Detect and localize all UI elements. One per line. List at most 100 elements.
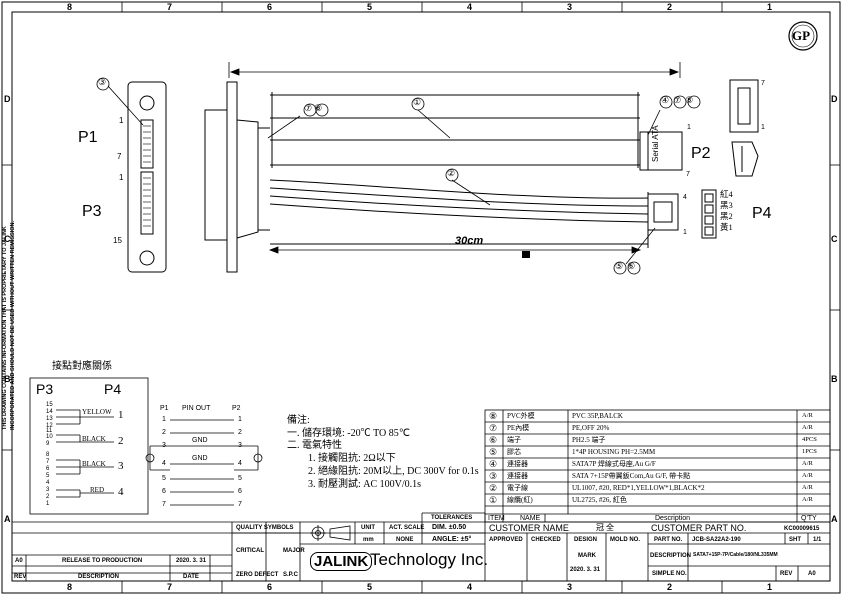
part-no-label: PART NO.: [654, 537, 683, 543]
notes-line-1: 一. 儲存環境: -20℃ TO 85℃: [287, 428, 410, 439]
pin-map-p3-pin: 2: [46, 494, 50, 500]
pin-map-box: [29, 377, 149, 515]
part-no-value: JCB-SA22A2-190: [692, 537, 741, 543]
notes-line-4: 2. 絕緣阻抗: 20M以上, DC 300V for 0.1s: [308, 466, 479, 477]
zone-right-c: C: [831, 234, 838, 244]
zone-bottom-8: 8: [67, 582, 73, 592]
callout-3: ③: [98, 77, 107, 87]
bom-desc: UL2725, #26, 紅色: [572, 496, 627, 504]
pin-map-p4: P4: [104, 381, 122, 397]
pin-map-p3-pin: 12: [46, 423, 53, 429]
bom-desc: PVC 35P,BALCK: [572, 412, 623, 420]
notes-title: 備注:: [287, 415, 310, 426]
bom-name: 連接器: [507, 460, 528, 468]
proprietary-note-2: INCORPORATED AND SHOULD NOT BE USED WITH…: [10, 221, 16, 430]
zone-top-2: 2: [667, 2, 673, 12]
pin-map-p4-4: 4: [118, 486, 124, 498]
label-p1: P1: [78, 129, 98, 146]
unit-value: mm: [363, 537, 374, 543]
act-scale-label: ACT. SCALE: [389, 525, 425, 531]
zone-top-5: 5: [367, 2, 373, 12]
p1-p3-connector: [127, 81, 167, 273]
zone-bottom-2: 2: [667, 582, 673, 592]
callout-2: ②: [447, 168, 456, 178]
rev-label: REV: [780, 571, 793, 577]
pin-out-header: PIN OUT: [182, 405, 211, 412]
bom-item: ①: [489, 495, 498, 505]
bom-header-item: ITEM: [488, 515, 505, 522]
angle-tolerance: ANGLE: ±5°: [432, 536, 472, 543]
callout-circles: [96, 77, 701, 275]
pin-map-p3-pin: 3: [46, 487, 50, 493]
rev-row-no: A0: [15, 558, 23, 564]
p2-end-view: [729, 79, 759, 177]
callout-478: ④⑦⑧: [661, 95, 698, 105]
pin-out-left-pin: 7: [162, 501, 166, 508]
quality-symbols-label: QUALITY SYMBOLS: [236, 525, 294, 531]
pin-map-p3-pin: 7: [46, 459, 50, 465]
notes-line-2: 二. 電氣特性: [287, 440, 342, 451]
major-label: MAJOR: [283, 548, 305, 554]
title-block-grid: [12, 409, 831, 581]
pin-out-left-pin: 1: [162, 416, 166, 423]
pin-out-left-pin: 5: [162, 475, 166, 482]
description-value: SATA7+15P-7P/Cable/180/NL335MM: [693, 552, 778, 558]
pin-out-p1: P1: [160, 405, 169, 412]
zone-top-7: 7: [167, 2, 173, 12]
pin-map-p3-pin: 10: [46, 434, 53, 440]
bom-item: ③: [489, 471, 498, 481]
zone-top-4: 4: [467, 2, 473, 12]
bom-name: PE內模: [507, 424, 530, 432]
pin-map-p3-pin: 1: [46, 501, 50, 507]
bom-item: ⑥: [489, 435, 498, 445]
pin-map-color-yellow: YELLOW: [82, 408, 112, 416]
bom-desc: PH2.5 端子: [572, 436, 606, 444]
label-p2: P2: [691, 145, 711, 162]
bom-header-qty: Q'TY: [801, 515, 817, 522]
p4-wire-2: 黑2: [720, 211, 733, 221]
length-dimension: [228, 62, 681, 78]
description-label: DESCRIPTION: [650, 553, 692, 559]
pin-map-color-black-2: BLACK: [82, 460, 106, 468]
bom-qty: 1PCS: [802, 448, 817, 455]
bom-item: ②: [489, 483, 498, 493]
overmold-side-view: [204, 81, 270, 273]
critical-label: CRITICAL: [236, 548, 264, 554]
p4-wire-1: 黃1: [720, 222, 733, 232]
pin-out-left-pin: 2: [162, 429, 166, 436]
pin-map-p4-2: 2: [118, 435, 124, 447]
customer-part-label: CUSTOMER PART NO.: [651, 523, 747, 533]
pin-out-gnd-label: GND: [192, 455, 208, 462]
pin-map-p3-pin: 4: [46, 480, 50, 486]
p2-pin-top: 1: [687, 124, 691, 131]
pin-map-p4-3: 3: [118, 460, 124, 472]
zone-bottom-5: 5: [367, 582, 373, 592]
pin-map-p3-pin: 8: [46, 452, 50, 458]
rev-header-date: DATE: [183, 574, 199, 580]
callout-1: ①: [413, 97, 422, 107]
projection-symbol: [310, 525, 351, 541]
p2-side-bottom: 1: [761, 124, 765, 131]
design-label: DESIGN: [574, 537, 598, 543]
p4-end-view: [701, 189, 717, 239]
simple-no-label: SIMPLE NO.: [652, 571, 687, 577]
p2-pin-bottom: 7: [686, 171, 690, 178]
bom-qty: A/R: [802, 424, 813, 431]
rev-row-desc: RELEASE TO PRODUCTION: [62, 558, 143, 564]
callout-78: ⑦⑧: [304, 103, 325, 113]
bom-qty: A/R: [802, 496, 813, 503]
length-30cm: 30cm: [455, 235, 484, 247]
notes-line-3: 1. 接觸阻抗: 2Ω以下: [308, 453, 396, 464]
checked-label: CHECKED: [531, 537, 561, 543]
bom-name: 膠芯: [507, 448, 521, 456]
company-logo: JALINK: [310, 552, 373, 571]
zone-bottom-6: 6: [267, 582, 273, 592]
pin-map-p3-pin: 14: [46, 409, 53, 415]
bom-name: 線纜(紅): [507, 496, 533, 504]
p1-pin-top: 1: [119, 116, 124, 125]
p4-wire-3: 黑3: [720, 200, 733, 210]
notes-line-5: 3. 耐壓測試: AC 100V/0.1s: [308, 479, 422, 490]
customer-name-label: CUSTOMER NAME: [489, 523, 569, 533]
p3-pin-top: 1: [119, 173, 124, 182]
bom-desc: SATA7P 焊線式母座,Au G/F: [572, 460, 656, 468]
